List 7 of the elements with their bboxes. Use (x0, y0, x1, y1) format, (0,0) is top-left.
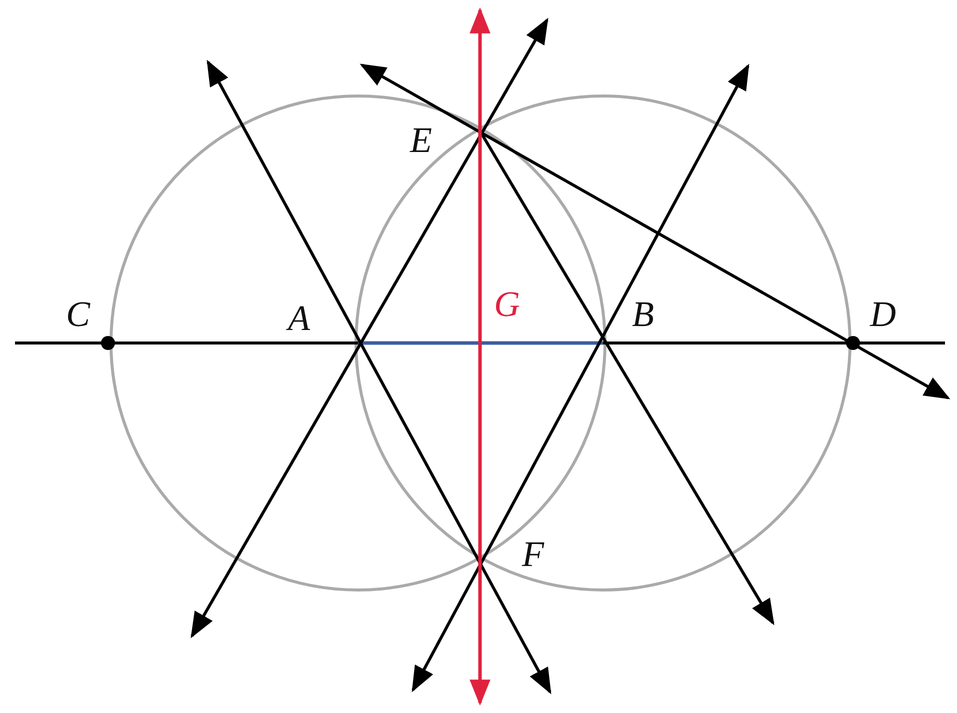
point-label: A (288, 300, 310, 336)
point-label: E (410, 122, 432, 158)
point-label: F (522, 536, 544, 572)
point-label: D (870, 296, 896, 332)
point-label: G (494, 286, 520, 322)
point-label: B (632, 296, 654, 332)
point-label: C (66, 296, 90, 332)
